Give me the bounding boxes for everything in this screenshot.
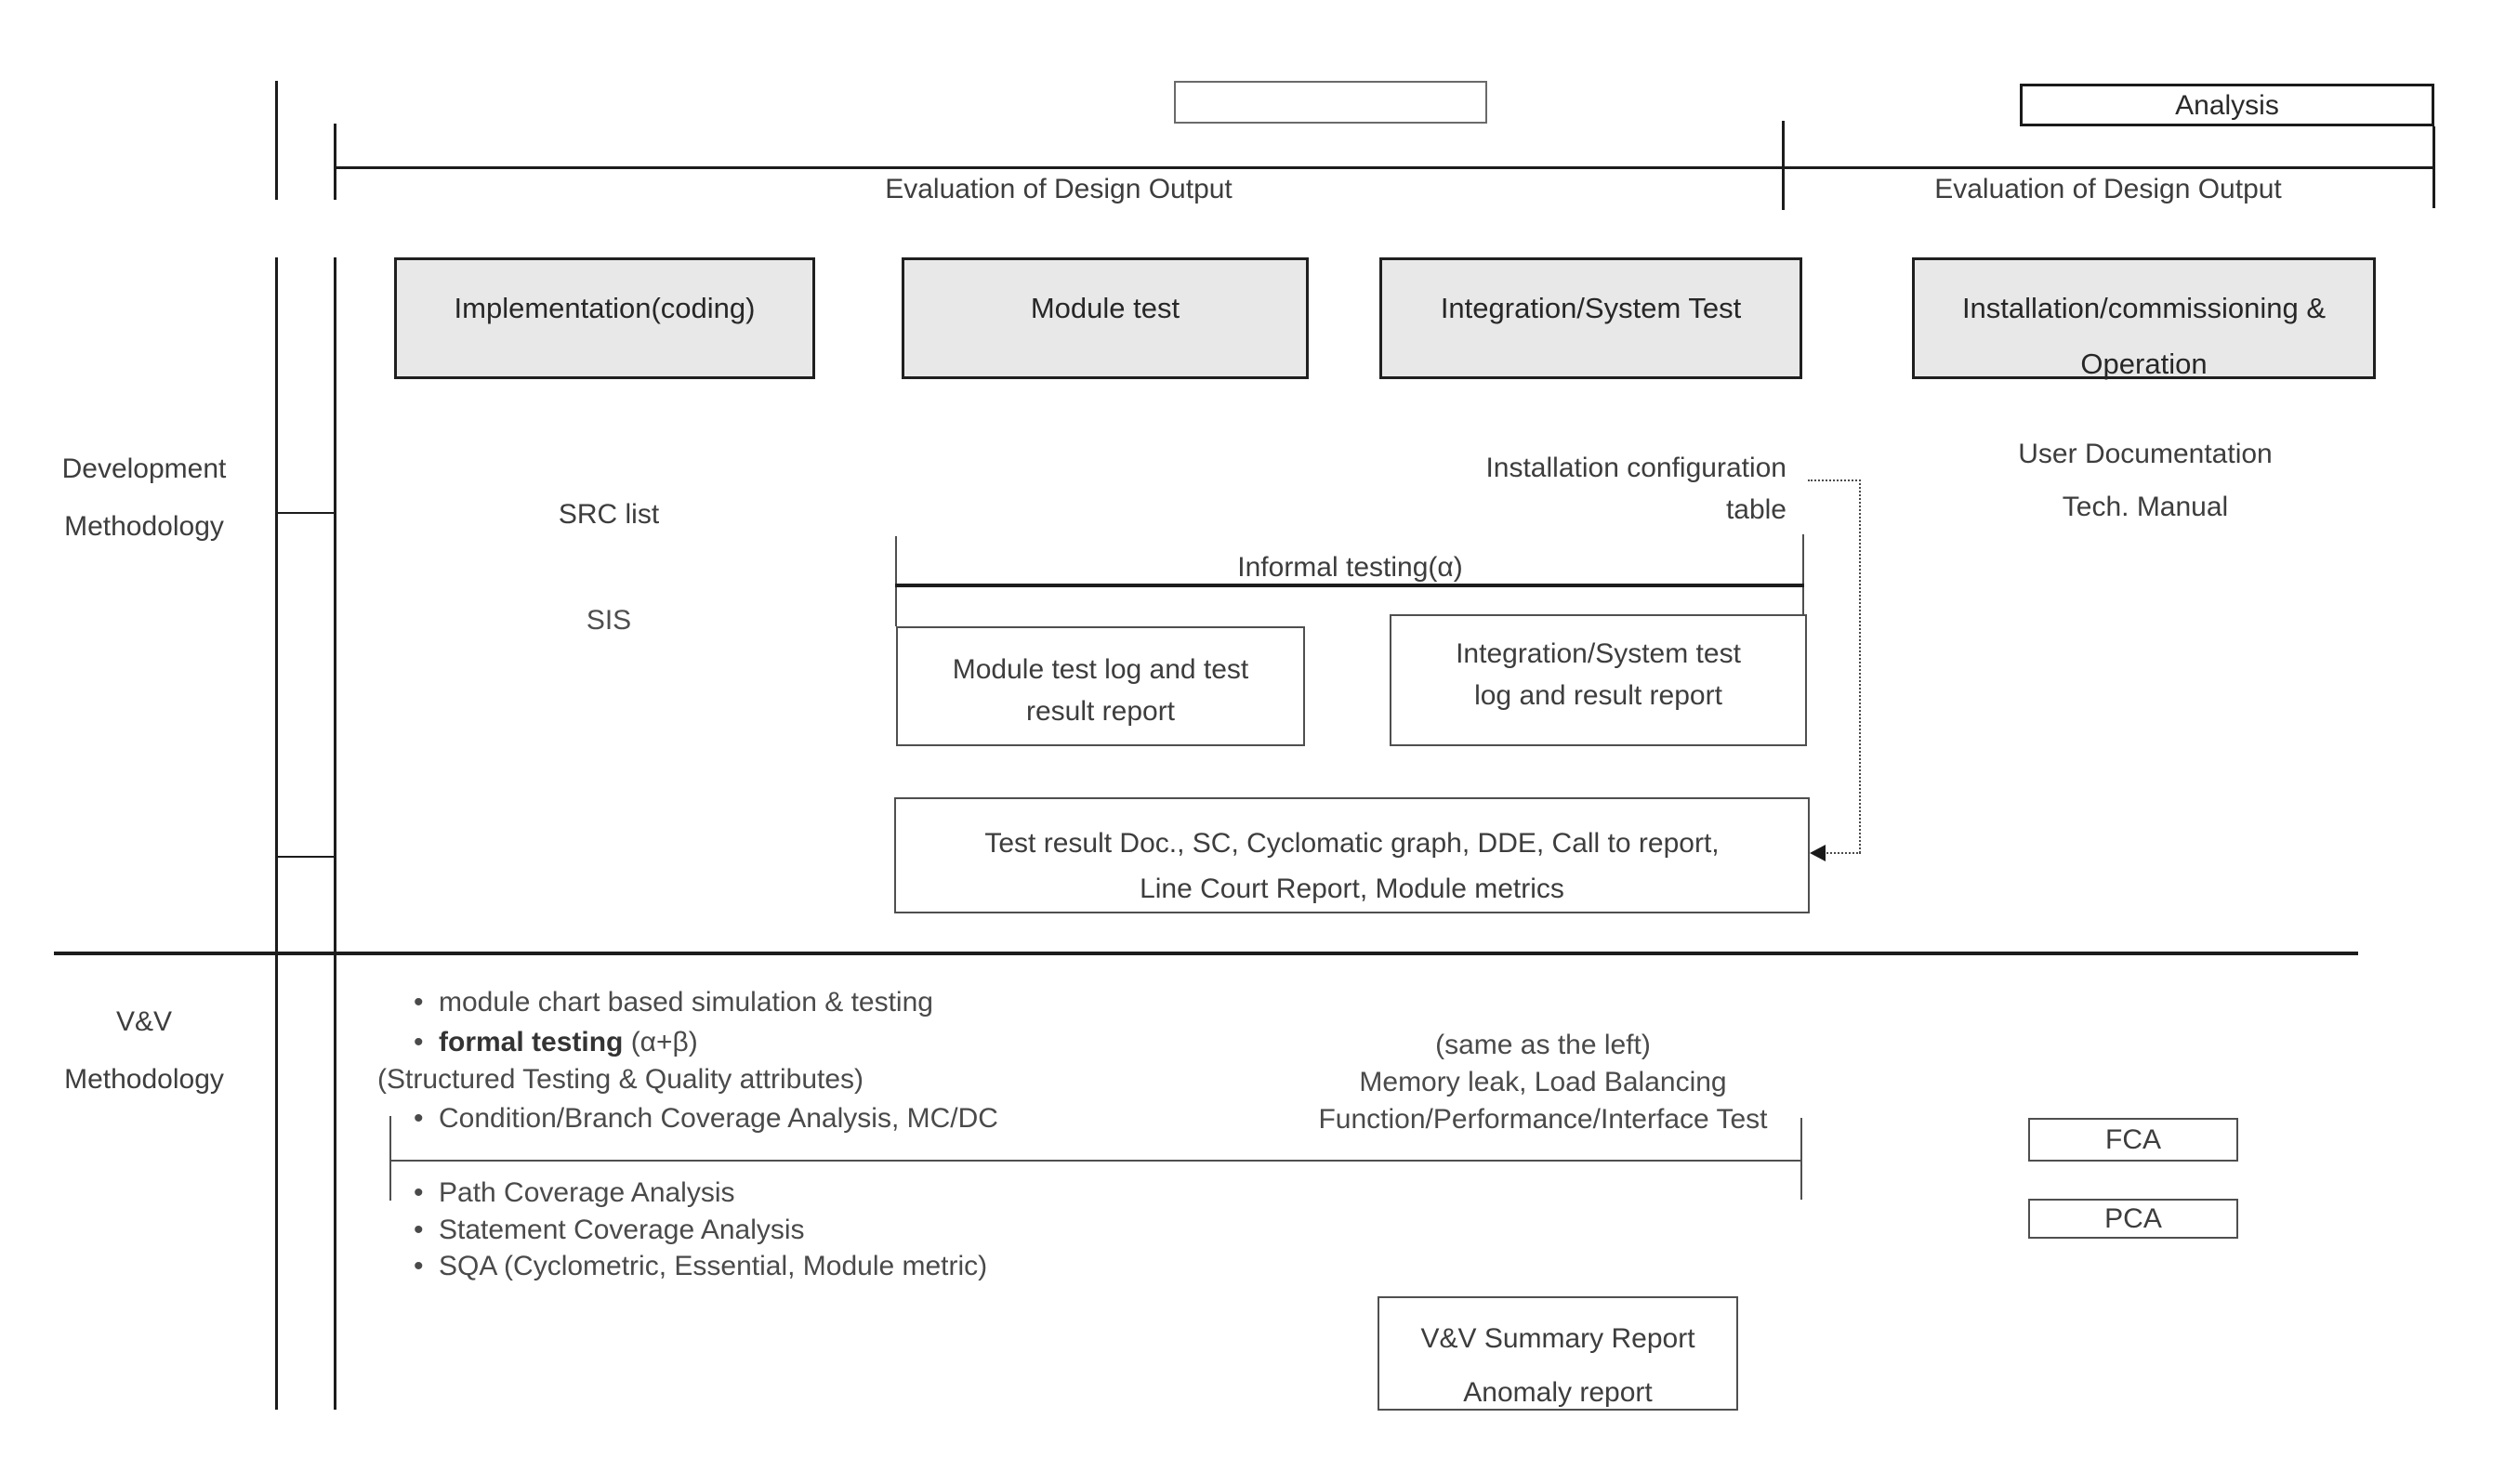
phase-installation-label-line2: Operation [2080, 348, 2208, 380]
phase-box-module-test: Module test [902, 257, 1309, 379]
vv-bullet-module-chart: •module chart based simulation & testing [414, 987, 933, 1018]
vv-bullet-statement-coverage: •Statement Coverage Analysis [414, 1215, 805, 1245]
analysis-box: Analysis [2020, 84, 2434, 126]
test-result-line1: Test result Doc., SC, Cyclomatic graph, … [984, 828, 1720, 859]
ladder-connector-2 [275, 856, 336, 858]
ladder-line-inner-top [334, 124, 336, 200]
timeline-right-tick [2432, 126, 2435, 208]
module-test-log-line1: Module test log and test [952, 654, 1249, 685]
bullet-icon: • [414, 1177, 424, 1208]
user-doc-label: User Documentation Tech. Manual [1913, 427, 2378, 533]
vv-row-label: V&V Methodology [28, 993, 260, 1109]
phase-box-installation: Installation/commissioning & Operation [1912, 257, 2376, 380]
connector-arrowhead-icon [1810, 845, 1826, 861]
phase-box-implementation: Implementation(coding) [394, 257, 815, 379]
coverage-bracket-left-tick [389, 1116, 391, 1201]
ladder-line-inner [334, 257, 336, 1410]
dotted-connector-vertical [1859, 479, 1861, 853]
timeline-mid-tick [1782, 121, 1785, 210]
fca-label: FCA [2105, 1124, 2161, 1155]
phase-box-integration-test: Integration/System Test [1379, 257, 1802, 379]
integration-test-log-line1: Integration/System test [1456, 638, 1741, 669]
informal-testing-label: Informal testing(α) [1237, 552, 1463, 583]
informal-bracket-right-edge [1802, 534, 1804, 614]
vv-note-memory-leak: Memory leak, Load Balancing [1359, 1067, 1727, 1097]
eval-left-label: Evaluation of Design Output [885, 174, 1233, 204]
bullet-icon: • [414, 987, 424, 1018]
vv-summary-line1: V&V Summary Report [1420, 1323, 1695, 1354]
phase-installation-label-line1: Installation/commissioning & [1961, 292, 2327, 324]
sis-label: SIS [586, 605, 632, 636]
test-result-line2: Line Court Report, Module metrics [1140, 873, 1564, 904]
ladder-connector-1 [275, 512, 336, 514]
informal-bracket-left-edge [895, 536, 897, 626]
vv-bullet-path-coverage: •Path Coverage Analysis [414, 1177, 735, 1208]
module-test-log-line2: result report [1025, 696, 1176, 727]
pca-box: PCA [2028, 1199, 2238, 1239]
integration-test-log-line2: log and result report [1474, 680, 1722, 711]
vv-bullet-sqa: •SQA (Cyclometric, Essential, Module met… [414, 1251, 988, 1281]
row-divider [54, 952, 2358, 955]
module-test-log-box: Module test log and test result report [896, 626, 1305, 746]
development-row-label: Development Methodology [28, 440, 260, 556]
user-doc-label-line1: User Documentation [2018, 439, 2273, 469]
pca-label: PCA [2104, 1203, 2162, 1234]
development-row-label-line2: Methodology [64, 511, 224, 542]
bullet-icon: • [414, 1251, 424, 1281]
bullet-icon: • [414, 1103, 424, 1134]
dotted-connector-top [1808, 479, 1861, 481]
vv-row-label-line1: V&V [115, 1006, 173, 1037]
integration-test-log-box: Integration/System test log and result r… [1390, 614, 1807, 746]
analysis-label: Analysis [2175, 90, 2279, 121]
test-result-box: Test result Doc., SC, Cyclomatic graph, … [894, 797, 1810, 913]
ladder-line-outer [275, 257, 278, 1410]
development-row-label-line1: Development [61, 453, 227, 484]
install-config-label: Installation configuration table [1320, 447, 1786, 531]
phase-module-test-label: Module test [1030, 292, 1180, 324]
bullet-icon: • [414, 1215, 424, 1245]
timeline-ruler [335, 166, 2434, 169]
coverage-bracket-bar [389, 1160, 1802, 1162]
eval-right-label: Evaluation of Design Output [1934, 174, 2282, 204]
coverage-bracket-right-tick [1800, 1118, 1802, 1200]
informal-bracket-bar [895, 584, 1804, 587]
empty-phase-box [1174, 81, 1487, 124]
vv-row-label-line2: Methodology [64, 1064, 224, 1095]
dotted-connector-bottom [1824, 852, 1861, 854]
vv-bullet-formal-testing: •formal testing (α+β) [414, 1027, 698, 1057]
bullet-icon: • [414, 1027, 424, 1057]
phase-implementation-label: Implementation(coding) [454, 292, 756, 324]
install-config-label-line1: Installation configuration [1485, 453, 1786, 483]
fca-box: FCA [2028, 1118, 2238, 1162]
vv-bullet-condition-branch: •Condition/Branch Coverage Analysis, MC/… [414, 1103, 998, 1134]
tech-manual-label: Tech. Manual [2062, 492, 2229, 522]
phase-integration-test-label: Integration/System Test [1440, 292, 1742, 324]
install-config-label-line2: table [1725, 494, 1786, 525]
vv-note-function-performance: Function/Performance/Interface Test [1318, 1104, 1768, 1135]
ladder-line-outer-top [275, 81, 278, 200]
vv-note-structured-testing: (Structured Testing & Quality attributes… [377, 1064, 864, 1095]
src-list-label: SRC list [558, 499, 660, 530]
vv-note-same-as-left: (same as the left) [1435, 1030, 1651, 1060]
vv-right-notes: (same as the left) Memory leak, Load Bal… [1190, 1027, 1896, 1138]
vv-summary-line2: Anomaly report [1463, 1377, 1653, 1408]
vv-summary-box: V&V Summary Report Anomaly report [1378, 1296, 1738, 1411]
